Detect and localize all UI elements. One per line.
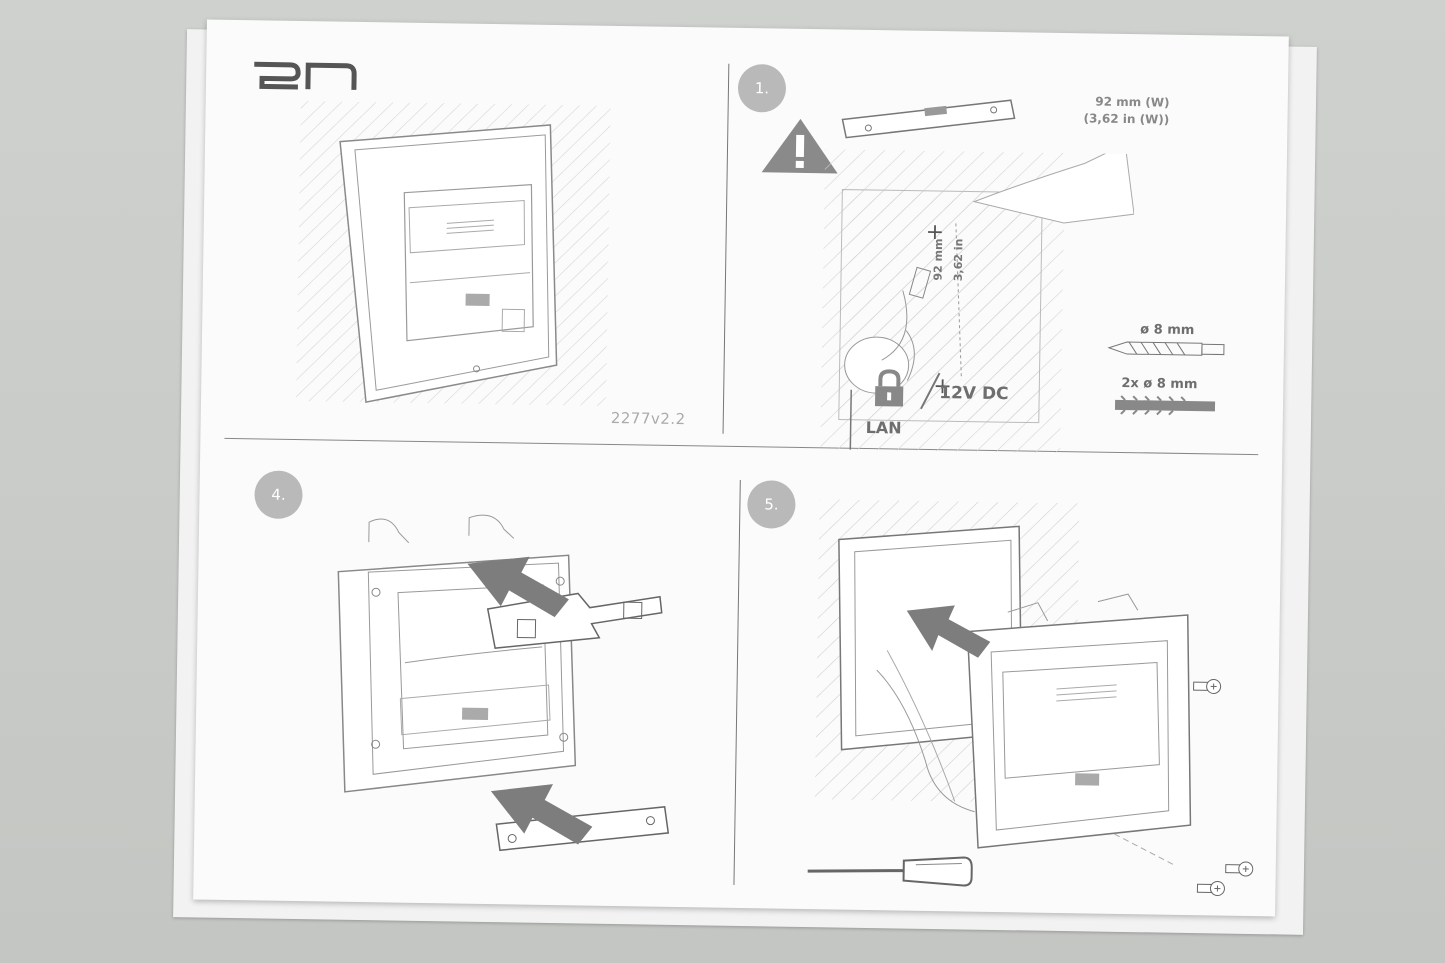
power-label: 12V DC bbox=[939, 383, 1009, 405]
screw-icon-lower-left bbox=[1196, 881, 1225, 897]
arrow-icon bbox=[467, 556, 569, 618]
svg-text:+: + bbox=[933, 374, 952, 399]
vertical-divider-top bbox=[722, 63, 730, 434]
drill-bit-icon bbox=[1107, 341, 1225, 356]
svg-text:+: + bbox=[926, 220, 945, 245]
vertical-divider-bottom bbox=[733, 479, 741, 885]
step-5-badge: 5. bbox=[747, 480, 796, 529]
screw-icon-lower-right bbox=[1225, 861, 1254, 877]
step-4-badge: 4. bbox=[254, 470, 303, 520]
arrow-icon-lower bbox=[490, 784, 593, 845]
screw-icon bbox=[1193, 678, 1222, 694]
step-1-badge: 1. bbox=[737, 63, 787, 113]
device-overview-illustration bbox=[295, 91, 621, 416]
brand-logo-icon bbox=[254, 61, 357, 90]
device-installation-illustration bbox=[814, 499, 1234, 867]
warning-icon bbox=[761, 118, 838, 174]
wall-mount-drilling-illustration: + + bbox=[820, 149, 1135, 454]
spirit-level-icon bbox=[841, 99, 1016, 139]
slash-separator bbox=[920, 372, 941, 410]
lock-icon bbox=[874, 369, 904, 407]
lan-label: LAN bbox=[865, 417, 902, 438]
instruction-sheet: 2N 2277v2.2 1. bbox=[193, 19, 1289, 917]
model-code: 2277v2.2 bbox=[610, 408, 686, 429]
height-in-label: 3,62 in bbox=[951, 238, 966, 282]
width-mm-label: 92 mm (W) bbox=[1095, 94, 1170, 110]
brand-logo: 2N bbox=[250, 54, 361, 100]
anchor-size-label: 2x ø 8 mm bbox=[1121, 375, 1198, 393]
height-mm-label: 92 mm bbox=[931, 238, 946, 281]
width-dimension: 92 mm (W) (3,62 in (W)) bbox=[1083, 93, 1169, 128]
screwdriver-icon bbox=[807, 856, 973, 887]
wall-anchor-icon bbox=[1114, 395, 1216, 416]
width-in-label: (3,62 in (W)) bbox=[1083, 111, 1170, 127]
insert-arrow-icon bbox=[906, 605, 991, 658]
drill-size-label: ø 8 mm bbox=[1140, 322, 1195, 339]
